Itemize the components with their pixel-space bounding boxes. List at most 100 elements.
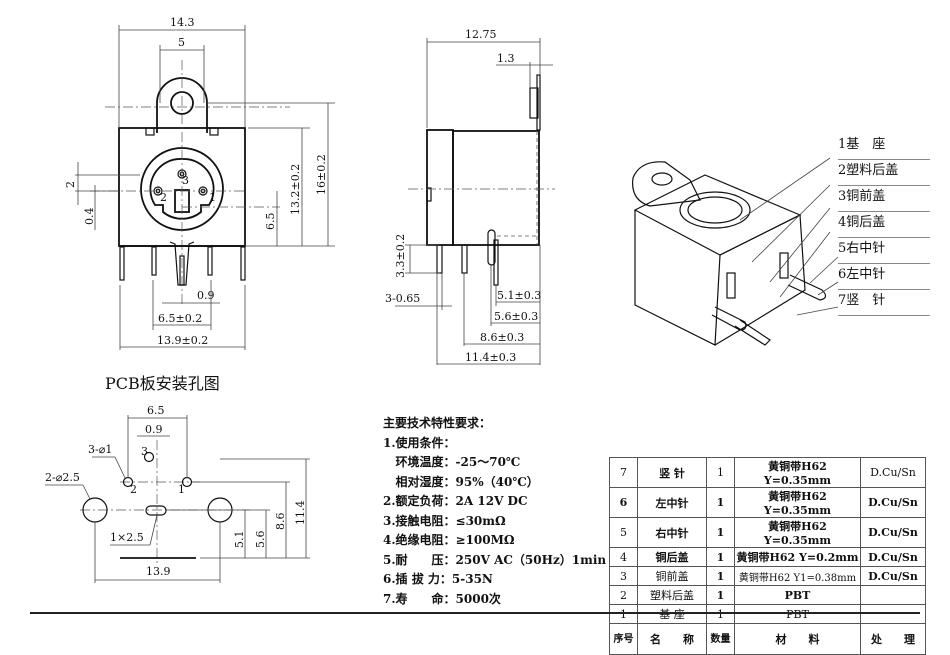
side-pin-1 — [436, 244, 443, 274]
cell-no: 2 — [609, 585, 638, 605]
dim-d3: 8.6±0.3 — [480, 331, 524, 344]
side-flange — [536, 74, 541, 131]
iso-view — [632, 157, 839, 346]
callout-item: 3铜前盖 — [838, 186, 930, 212]
spec-line: 6.插 拔 力：5-35N — [383, 572, 493, 586]
table-row: 7 竖 针 1 黄铜带H62 Y=0.35mm D.Cu/Sn — [609, 457, 926, 488]
iso-top-face — [633, 174, 802, 256]
pcb-dim-mount-holes: 2-⌀2.5 — [45, 471, 80, 484]
iso-pin-5 — [787, 274, 827, 301]
pcb-hole-3 — [143, 451, 155, 463]
dim-body-height: 13.2±0.2 — [289, 164, 302, 215]
cell-name: 铜后盖 — [637, 547, 707, 567]
pcb-dim-spacing: 6.5 — [147, 404, 165, 417]
dim-pin-offset-h: 0.9 — [197, 289, 215, 302]
iso-side-face — [714, 214, 806, 346]
pin-label-1: 1 — [209, 191, 216, 204]
dim-d1: 5.1±0.3 — [497, 289, 541, 302]
cell-finish: D.Cu/Sn — [860, 517, 926, 548]
pcb-layout: 6.5 0.9 3-⌀1 2-⌀2.5 1×2.5 13.9 5.1 5.6 8… — [45, 404, 310, 583]
pcb-slot — [145, 505, 167, 516]
pcb-dim-mount-span: 13.9 — [146, 565, 171, 578]
pcb-dim-h1: 5.1 — [233, 531, 246, 549]
header-name: 名 称 — [637, 623, 707, 655]
side-pin-3 — [487, 229, 496, 266]
dim-pin-spacing: 6.5±0.2 — [158, 312, 202, 325]
header-qty: 数量 — [706, 623, 735, 655]
dim-d2: 5.6±0.3 — [494, 310, 538, 323]
cell-qty: 1 — [706, 487, 735, 518]
cell-material: PBT — [734, 585, 861, 605]
header-no: 序号 — [609, 623, 638, 655]
spec-line: 相对湿度：95%（40℃） — [383, 474, 539, 489]
table-row: 6 左中针 1 黄铜带H62 Y=0.35mm D.Cu/Sn — [609, 487, 926, 518]
dim-pin-offset-v: 2 — [64, 181, 77, 188]
cell-qty: 1 — [706, 457, 735, 488]
pcb-dim-h2: 5.6 — [254, 531, 267, 549]
callout-item: 5右中针 — [838, 238, 930, 264]
spec-line: 5.耐 压：250V AC（50Hz）1min — [383, 552, 607, 567]
tab-notch-right — [209, 127, 219, 136]
header-material: 材 料 — [734, 623, 861, 655]
cell-no: 3 — [609, 566, 638, 586]
specs-title: 主要技术特性要求： — [383, 416, 492, 430]
cell-qty: 1 — [706, 585, 735, 605]
cell-finish: D.Cu/Sn — [860, 487, 926, 518]
pin-leg-2 — [151, 246, 157, 276]
technical-specs: 主要技术特性要求： 1.使用条件： 环境温度：-25～70℃ 相对湿度：95%（… — [383, 414, 606, 609]
iso-callout-list: 1基 座 2塑料后盖 3铜前盖 4铜后盖 5右中针 6左中针 7竖 针 — [838, 134, 930, 316]
header-finish: 处 理 — [860, 623, 926, 655]
cell-finish — [860, 585, 926, 605]
callout-item: 7竖 针 — [838, 290, 930, 316]
pin-label-3: 3 — [182, 174, 189, 187]
cell-qty: 1 — [706, 517, 735, 548]
pin-label-2: 2 — [160, 191, 167, 204]
table-header-row: 序号 名 称 数量 材 料 处 理 — [609, 623, 926, 655]
front-view: 14.3 5 6.5 13.2±0.2 16±0.2 2 0.4 0.9 6.5… — [64, 16, 335, 350]
tab-notch-left — [145, 127, 155, 136]
cell-material: 黄铜带H62 Y1=0.38mm — [734, 566, 861, 586]
dim-tab-width: 5 — [178, 36, 185, 49]
spec-line: 4.绝缘电阻：≥100MΩ — [383, 533, 515, 547]
iso-pin-6 — [711, 306, 747, 331]
callout-item: 6左中针 — [838, 264, 930, 290]
dim-d4: 11.4±0.3 — [465, 351, 516, 364]
dim-pin-offset-v2: 0.4 — [83, 208, 96, 226]
dim-pin-dia: 3-0.65 — [385, 292, 420, 305]
bottom-border-line — [30, 612, 920, 614]
dim-overall-depth: 12.75 — [465, 28, 497, 41]
pin-leg-1 — [207, 246, 213, 276]
pcb-dim-h4: 11.4 — [294, 501, 307, 526]
pcb-dim-small-holes: 3-⌀1 — [88, 443, 112, 456]
cell-no: 7 — [609, 457, 638, 488]
cell-no: 4 — [609, 547, 638, 567]
cell-qty: 1 — [706, 604, 735, 624]
cell-name: 基 座 — [637, 604, 707, 624]
pcb-pin-label-1: 1 — [178, 483, 185, 496]
cell-finish: D.Cu/Sn — [860, 547, 926, 567]
table-row: 2 塑料后盖 1 PBT — [609, 585, 926, 605]
cell-material: 黄铜带H62 Y=0.2mm — [734, 547, 861, 567]
socket-inner-keyed — [149, 158, 215, 220]
spec-line: 3.接触电阻：≤30mΩ — [383, 513, 506, 528]
pcb-dim-offset: 0.9 — [145, 423, 163, 436]
cell-material: 黄铜带H62 Y=0.35mm — [734, 517, 861, 548]
dim-overall-width: 14.3 — [170, 16, 195, 29]
dim-leg-span: 13.9±0.2 — [157, 334, 208, 347]
cell-name: 铜前盖 — [637, 566, 707, 586]
cell-name: 左中针 — [637, 487, 707, 518]
cell-finish — [860, 604, 926, 624]
drawing-canvas: 14.3 5 6.5 13.2±0.2 16±0.2 2 0.4 0.9 6.5… — [45, 16, 839, 583]
cell-material: PBT — [734, 604, 861, 624]
spec-line: 1.使用条件： — [383, 435, 456, 450]
cell-name: 右中针 — [637, 517, 707, 548]
cell-name: 塑料后盖 — [637, 585, 707, 605]
leg-left — [119, 246, 125, 281]
pcb-dim-h3: 8.6 — [274, 513, 287, 531]
side-view: 12.75 1.3 3.3±0.2 3-0.65 5.1±0.3 5.6±0.3… — [385, 28, 555, 365]
cell-finish: D.Cu/Sn — [860, 457, 926, 488]
table-row: 5 右中针 1 黄铜带H62 Y=0.35mm D.Cu/Sn — [609, 517, 926, 548]
cell-material: 黄铜带H62 Y=0.35mm — [734, 487, 861, 518]
side-pin-2 — [461, 244, 468, 274]
spec-line: 2.额定负荷：2A 12V DC — [383, 494, 528, 508]
